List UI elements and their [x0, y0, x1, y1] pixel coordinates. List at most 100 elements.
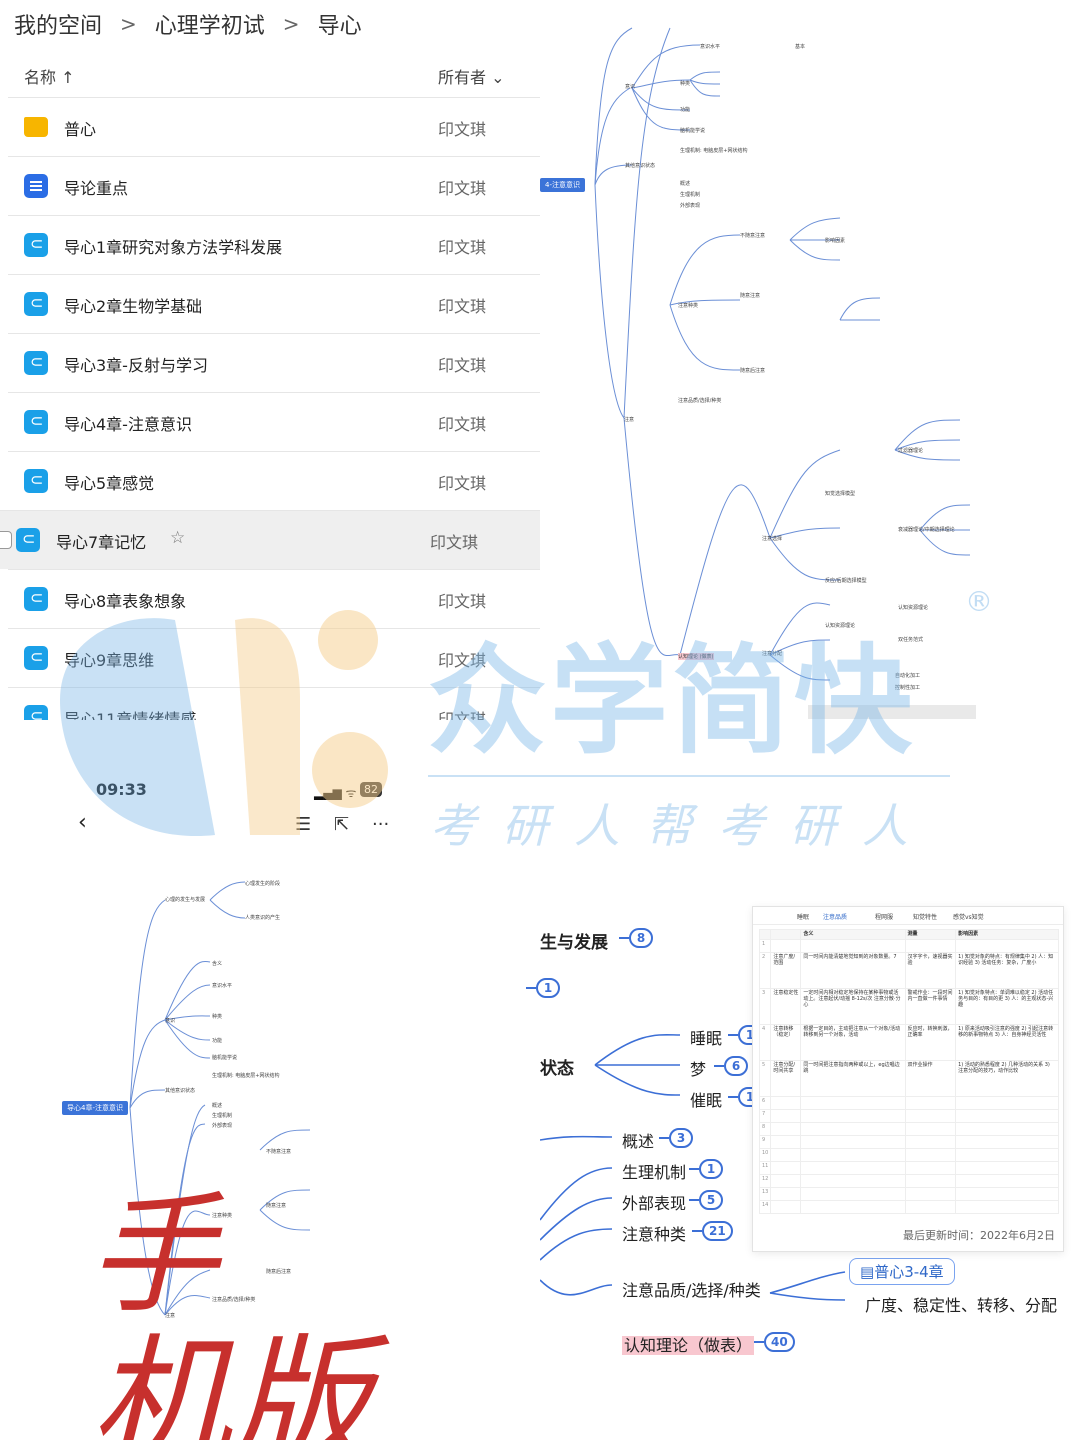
table-cell[interactable] — [955, 1148, 1059, 1162]
owner-filter-dropdown[interactable]: 所有者 ⌄ — [438, 64, 505, 88]
node-quality-items[interactable]: 广度、稳定性、转移、分配 — [865, 1296, 1058, 1315]
table-cell[interactable]: 1) 活动的熟悉程度 2) 几种活动的关系 3) 注意分配的技巧，动作比较 — [955, 1060, 1059, 1097]
table-cell[interactable] — [770, 1109, 802, 1123]
table-cell[interactable] — [770, 1187, 802, 1201]
count-badge[interactable]: 6 — [714, 1056, 748, 1076]
mindmap-node[interactable]: 心理发生的阶段 — [245, 881, 281, 887]
count-badge[interactable]: 5 — [689, 1190, 723, 1210]
count-badge[interactable]: 40 — [754, 1332, 795, 1352]
sheet-tab[interactable]: 注意品质 — [823, 914, 848, 921]
sheet-tab[interactable]: 程网服 — [875, 914, 894, 921]
table-cell[interactable] — [955, 1174, 1059, 1188]
table-cell[interactable] — [800, 939, 906, 953]
column-header[interactable]: 影响因素 — [955, 929, 1059, 940]
table-cell[interactable]: 警戒作业：一段时间内一直做一件事情 — [904, 988, 957, 1025]
mindmap-node[interactable]: 随意注意 — [266, 1203, 287, 1209]
table-cell[interactable] — [800, 1187, 906, 1201]
mindmap-root-node[interactable]: 4-注意意识 — [540, 178, 585, 192]
table-cell[interactable] — [800, 1148, 906, 1162]
table-cell[interactable] — [904, 1122, 957, 1136]
node-state[interactable]: 状态 — [540, 1059, 574, 1079]
mindmap-node[interactable]: 注意 — [624, 417, 635, 423]
table-cell[interactable] — [955, 1135, 1059, 1149]
table-cell[interactable] — [904, 1174, 957, 1188]
table-cell[interactable] — [904, 1109, 957, 1123]
sheet-tab[interactable]: 睡眠 — [797, 914, 810, 921]
linked-doc-tag[interactable]: ▤普心3-4章 — [849, 1258, 955, 1285]
table-cell[interactable] — [955, 1122, 1059, 1136]
mindmap-node[interactable]: 意识水平 — [700, 44, 721, 50]
mindmap-node[interactable]: 注意分配 — [762, 651, 783, 657]
table-cell[interactable] — [770, 1174, 802, 1188]
node-development[interactable]: 生与发展 — [540, 933, 608, 953]
mindmap-node[interactable]: 生理机制: 电脑皮层+网状结构 — [680, 148, 748, 154]
table-cell[interactable] — [800, 1135, 906, 1149]
sheet-tab[interactable]: 知觉特性 — [913, 914, 938, 921]
mindmap-node[interactable]: 含义 — [212, 961, 223, 967]
sort-by-name-button[interactable]: 名称 ↑ — [24, 68, 75, 87]
table-cell[interactable] — [800, 1161, 906, 1175]
mindmap-node[interactable]: 种类 — [680, 81, 691, 87]
mindmap-node[interactable]: 认知理论 (做表) — [678, 653, 714, 660]
table-cell[interactable]: 汉字字卡，速视器实验 — [904, 952, 957, 989]
table-cell[interactable] — [955, 1187, 1059, 1201]
select-checkbox[interactable] — [0, 531, 12, 549]
table-cell[interactable] — [904, 1161, 957, 1175]
mindmap-node[interactable]: 不随意注意 — [740, 233, 766, 239]
table-cell[interactable] — [800, 1109, 906, 1123]
column-header[interactable]: 测量 — [904, 929, 957, 940]
file-row[interactable]: 导心7章记忆☆印文琪 — [0, 510, 540, 569]
file-row[interactable]: 普心印文琪 — [8, 97, 540, 156]
mindmap-node[interactable]: 不随意注意 — [266, 1149, 292, 1155]
mindmap-node[interactable]: 注意 — [165, 1313, 176, 1319]
mindmap-node[interactable]: 注意种类 — [678, 303, 699, 309]
table-cell[interactable]: 反应时，转换刺激，正确率 — [904, 1024, 957, 1061]
table-cell[interactable] — [800, 1096, 906, 1110]
mindmap-node[interactable]: 控制性加工 — [895, 685, 921, 691]
node-external[interactable]: 外部表现 — [622, 1194, 687, 1213]
node-physiology[interactable]: 生理机制 — [622, 1163, 687, 1182]
table-cell[interactable]: 双作业操作 — [904, 1060, 957, 1097]
mindmap-node[interactable]: 其他意识状态 — [625, 163, 656, 169]
table-cell[interactable] — [955, 939, 1059, 953]
mindmap-node[interactable]: 功能 — [212, 1038, 223, 1044]
table-cell[interactable] — [770, 1161, 802, 1175]
column-header[interactable] — [770, 929, 802, 940]
table-cell[interactable] — [955, 1109, 1059, 1123]
mindmap-node[interactable]: 其他意识状态 — [165, 1088, 196, 1094]
mindmap-node[interactable]: 脑机能学说 — [680, 128, 706, 134]
share-icon[interactable]: ⇱ — [334, 814, 350, 835]
table-cell[interactable]: 根据一定目的，主动把注意从一个对象/活动转移到另一个对象，活动 — [800, 1024, 906, 1061]
mindmap-node[interactable]: 脑机能学说 — [212, 1055, 238, 1061]
mindmap-node[interactable]: 外部表现 — [680, 203, 701, 209]
table-cell[interactable] — [770, 939, 802, 953]
table-cell[interactable]: 注意转移（稳定） — [770, 1024, 802, 1061]
scrollbar-horizontal[interactable] — [808, 705, 976, 719]
mindmap-node[interactable]: 知觉选择模型 — [825, 491, 856, 497]
mindmap-node[interactable]: 随意后注意 — [740, 368, 766, 374]
mindmap-node[interactable]: 注意品质/选择/种类 — [678, 398, 722, 404]
table-cell[interactable]: 注意广度/范围 — [770, 952, 802, 989]
mindmap-node[interactable]: 种类 — [212, 1014, 223, 1020]
mindmap-node[interactable]: 随意注意 — [740, 293, 761, 299]
mindmap-node[interactable]: 注意选择 — [762, 536, 783, 542]
table-cell[interactable]: 1) 知觉对象特点：单调难以稳定 2) 活动任务与目的：有目的更 3) 人：的主… — [955, 988, 1059, 1025]
count-badge[interactable]: 3 — [659, 1128, 693, 1148]
node-overview[interactable]: 概述 — [622, 1132, 655, 1151]
table-cell[interactable] — [770, 1148, 802, 1162]
table-cell[interactable]: 1) 知觉对象的特点：有规律集中 2) 人：知识经验 3) 活动任务：复杂，广度… — [955, 952, 1059, 989]
mindmap-node[interactable]: 影响因素 — [825, 238, 846, 244]
table-cell[interactable]: 同一时间把注意指向两种或以上，eg边唱边跳 — [800, 1060, 906, 1097]
mindmap-node[interactable]: 意识水平 — [212, 983, 233, 989]
mindmap-node[interactable]: 认知资源理论 — [898, 605, 929, 611]
table-cell[interactable] — [770, 1096, 802, 1110]
mindmap-node[interactable]: 心理的发生与发展 — [165, 897, 206, 903]
table-cell[interactable]: 注意分配/时间共享 — [770, 1060, 802, 1097]
